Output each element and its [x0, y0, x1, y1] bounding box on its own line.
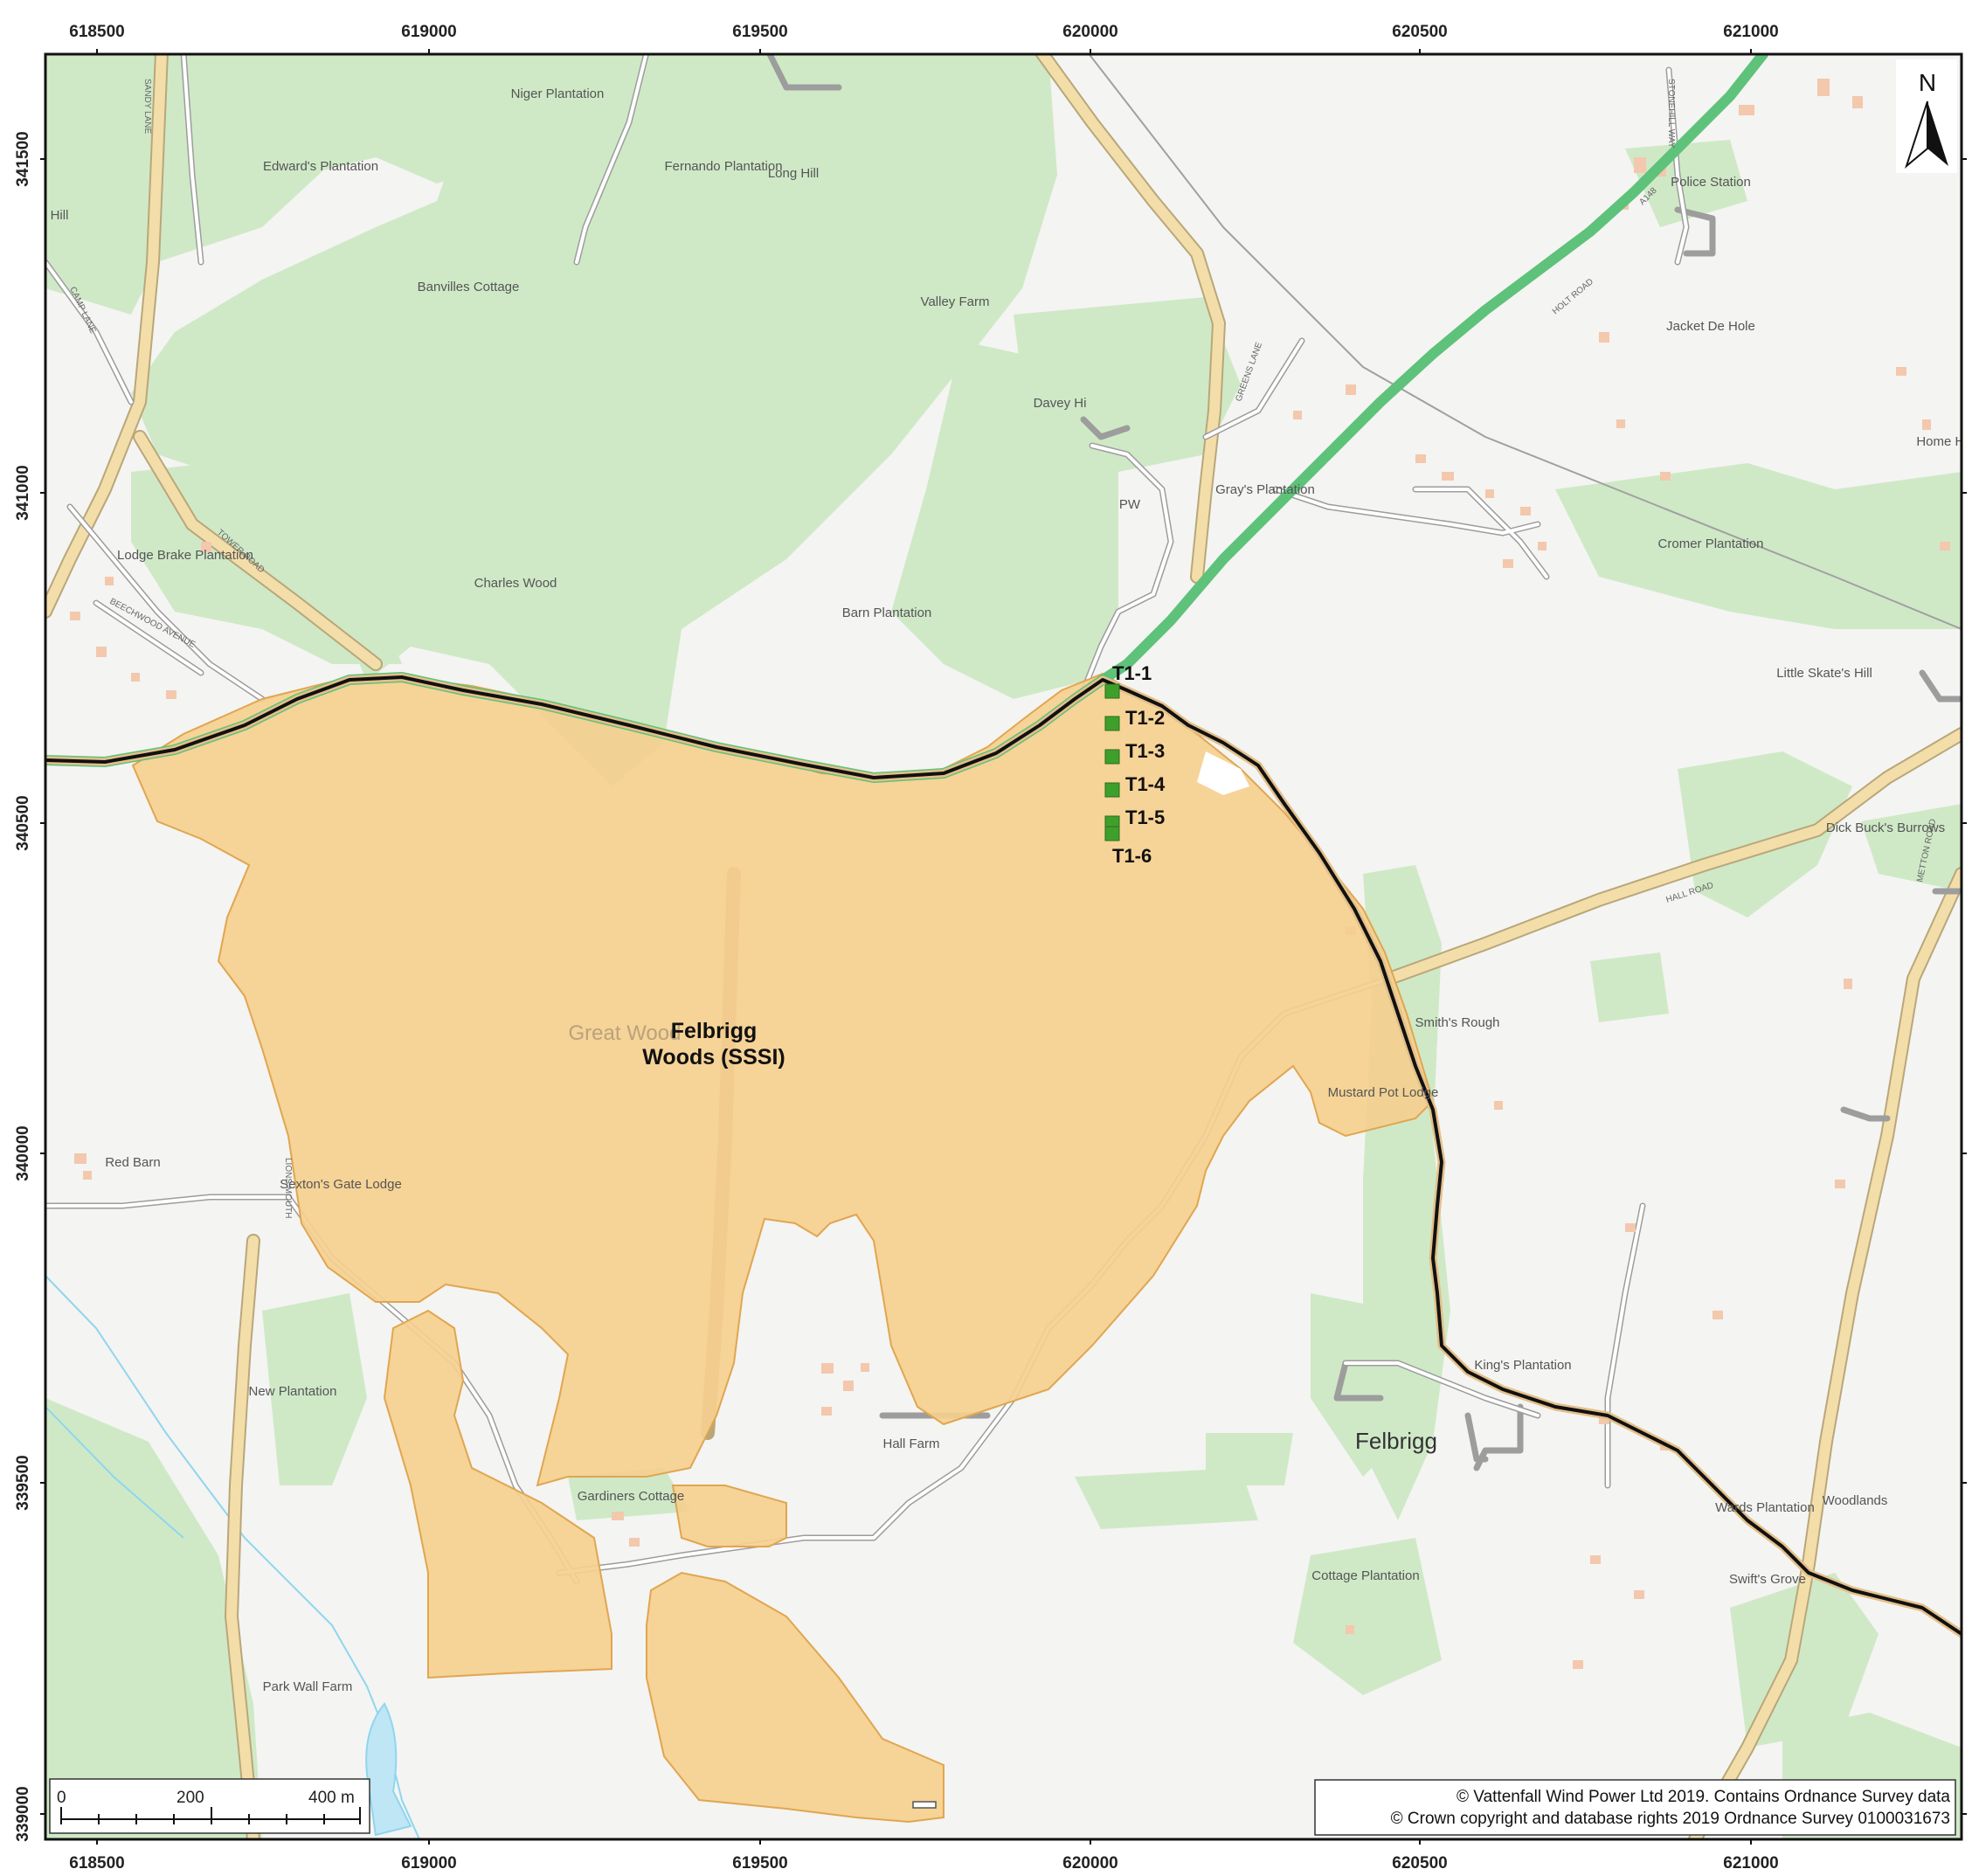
place-little-skates-hill: Little Skate's Hill: [1776, 666, 1872, 681]
turbine-label-t1-6: T1-6: [1112, 845, 1152, 867]
felbrigg-woods-sssi: [131, 672, 1435, 1824]
x-tick-top-619000: 619000: [401, 23, 456, 41]
place-valley-farm: Valley Farm: [921, 294, 990, 309]
sssi-label-line2: Woods (SSSI): [642, 1045, 785, 1070]
x-tick-top-621000: 621000: [1723, 23, 1778, 41]
turbine-marker-t1-1: [1104, 683, 1120, 699]
place-niger-plantation: Niger Plantation: [511, 87, 605, 101]
x-tick-top-620500: 620500: [1392, 23, 1447, 41]
copyright-box: © Vattenfall Wind Power Ltd 2019. Contai…: [1314, 1779, 1956, 1836]
scale-label-200: 200: [176, 1789, 204, 1807]
minor-roads: [45, 54, 1962, 1839]
cable-route: [45, 673, 1962, 1638]
x-tick-bottom-618500: 618500: [69, 1854, 124, 1873]
place-fernando-plantation: Fernando Plantation: [664, 159, 782, 174]
coordinate-ticks: [40, 49, 1967, 1845]
place-charles-wood: Charles Wood: [474, 576, 557, 591]
x-axis-labels-bottom: 618500 619000 619500 620000 620500 62100…: [69, 1854, 1778, 1873]
place-grays-plantation: Gray's Plantation: [1215, 482, 1315, 497]
scale-label-400: 400 m: [308, 1789, 355, 1807]
place-sextons-gate-lodge: Sexton's Gate Lodge: [280, 1177, 402, 1192]
x-tick-bottom-620000: 620000: [1062, 1854, 1117, 1873]
place-labels: Niger Plantation Edward's Plantation Fer…: [51, 87, 1971, 1694]
road-label-lions-mouth: LIONS MOUTH: [283, 1158, 293, 1218]
pw-building: [912, 1801, 937, 1809]
north-arrow: N: [1896, 59, 1957, 173]
turbine-marker-t1-3: [1104, 749, 1120, 765]
place-police-station: Police Station: [1671, 175, 1751, 190]
place-pw: PW: [1119, 497, 1141, 512]
place-smiths-rough: Smith's Rough: [1415, 1015, 1499, 1030]
turbine-label-t1-3: T1-3: [1125, 740, 1165, 762]
turbine-labels: T1-1 T1-2 T1-3 T1-4 T1-5 T1-6: [1112, 662, 1166, 867]
copyright-line1: © Vattenfall Wind Power Ltd 2019. Contai…: [1457, 1788, 1950, 1806]
place-new-plantation: New Plantation: [249, 1384, 337, 1399]
place-gardiners-cottage: Gardiners Cottage: [578, 1489, 685, 1504]
place-long-hill: Long Hill: [768, 166, 819, 181]
sssi-label-line1: Felbrigg: [671, 1019, 758, 1043]
place-davey-hi: Davey Hi: [1034, 396, 1087, 411]
place-red-barn: Red Barn: [105, 1155, 160, 1170]
place-cottage-plantation: Cottage Plantation: [1311, 1568, 1419, 1583]
place-dick-bucks-burrows: Dick Buck's Burrows: [1826, 820, 1945, 835]
map-area: Niger Plantation Edward's Plantation Fer…: [45, 54, 1971, 1839]
north-arrow-label: N: [1919, 69, 1936, 96]
y-tick-339000: 339000: [14, 1786, 32, 1841]
scale-bar: 0 200 400 m: [49, 1778, 370, 1834]
place-hill: Hill: [51, 208, 69, 223]
turbine-markers: [1104, 683, 1120, 841]
y-axis-labels: 341500 341000 340500 340000 339500 33900…: [14, 131, 32, 1841]
place-cromer-plantation: Cromer Plantation: [1658, 536, 1764, 551]
y-tick-340000: 340000: [14, 1125, 32, 1180]
x-tick-top-620000: 620000: [1062, 23, 1117, 41]
scale-label-0: 0: [57, 1789, 66, 1807]
road-label-stonehill-way: STONEHILL WAY: [1666, 79, 1676, 149]
place-kings-plantation: King's Plantation: [1474, 1358, 1571, 1373]
place-wards-plantation: Wards Plantation: [1715, 1500, 1815, 1515]
place-great-wood: Great Wood: [569, 1021, 682, 1045]
x-tick-top-619500: 619500: [732, 23, 787, 41]
x-tick-bottom-621000: 621000: [1723, 1854, 1778, 1873]
water-features: [45, 1275, 420, 1839]
place-swifts-grove: Swift's Grove: [1729, 1572, 1806, 1587]
y-tick-341500: 341500: [14, 131, 32, 186]
x-tick-bottom-619000: 619000: [401, 1854, 456, 1873]
turbine-marker-t1-4: [1104, 782, 1120, 798]
map-frame: [44, 52, 1963, 1841]
turbine-label-t1-2: T1-2: [1125, 707, 1165, 729]
place-woodlands: Woodlands: [1823, 1493, 1888, 1508]
place-edwards-plantation: Edward's Plantation: [263, 159, 378, 174]
place-barn-plantation: Barn Plantation: [842, 606, 932, 620]
place-hall-farm: Hall Farm: [882, 1436, 939, 1451]
road-label-sandy-lane: SANDY LANE: [142, 79, 152, 135]
place-home-ho: Home Ho: [1916, 434, 1971, 449]
place-park-wall-farm: Park Wall Farm: [263, 1679, 353, 1694]
x-tick-bottom-620500: 620500: [1392, 1854, 1447, 1873]
sssi-hole: [1197, 751, 1249, 795]
turbine-label-t1-1: T1-1: [1112, 662, 1152, 684]
x-tick-top-618500: 618500: [69, 23, 124, 41]
place-lodge-brake-plantation: Lodge Brake Plantation: [117, 548, 253, 563]
north-arrow-icon: [1927, 101, 1948, 166]
turbine-marker-t1-2: [1104, 716, 1120, 731]
y-tick-339500: 339500: [14, 1455, 32, 1510]
turbine-marker-t1-6: [1104, 826, 1120, 841]
y-tick-341000: 341000: [14, 465, 32, 520]
x-axis-labels-top: 618500 619000 619500 620000 620500 62100…: [69, 23, 1778, 41]
copyright-line2: © Crown copyright and database rights 20…: [1391, 1810, 1950, 1828]
place-jacket-de-hole: Jacket De Hole: [1666, 319, 1755, 334]
place-mustard-pot-lodge: Mustard Pot Lodge: [1328, 1085, 1439, 1100]
place-banvilles-cottage: Banvilles Cottage: [418, 280, 520, 294]
x-tick-bottom-619500: 619500: [732, 1854, 787, 1873]
turbine-label-t1-5: T1-5: [1125, 806, 1165, 828]
turbine-label-t1-4: T1-4: [1125, 773, 1166, 795]
place-felbrigg: Felbrigg: [1355, 1428, 1437, 1454]
y-tick-340500: 340500: [14, 795, 32, 850]
